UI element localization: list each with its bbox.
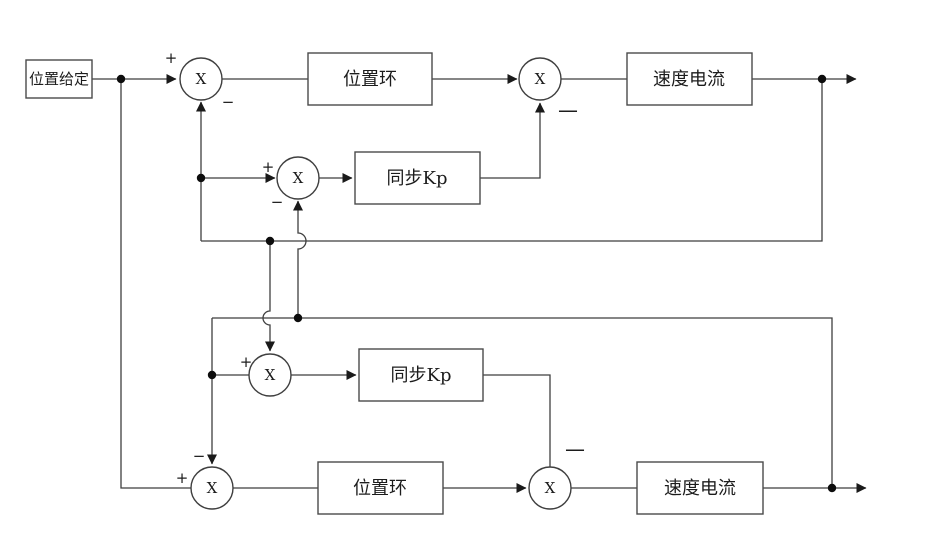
summing-junction-5 bbox=[190, 466, 234, 510]
block-speed-current-top-label: 速度电流 bbox=[653, 69, 725, 90]
summing-junction-4-symbol: X bbox=[265, 366, 276, 384]
j4-plus-sign: + bbox=[240, 353, 253, 371]
block-speed-current-bottom-label: 速度电流 bbox=[664, 478, 736, 499]
block-position-loop-bottom-label: 位置环 bbox=[353, 478, 407, 499]
block-sync-kp-top bbox=[354, 151, 481, 205]
summing-junction-1 bbox=[179, 57, 223, 101]
branch-dot-feedback-top-to-j4 bbox=[265, 236, 275, 246]
wire-topfeedback-down-to-j4 bbox=[262, 241, 275, 352]
j6-minus-sign: — bbox=[565, 437, 585, 461]
j1-minus-sign: − bbox=[222, 93, 235, 111]
block-position-loop-top-label: 位置环 bbox=[343, 69, 397, 90]
branch-dot-feedback-bottom-to-j4 bbox=[207, 370, 217, 380]
j5-plus-sign: + bbox=[176, 469, 189, 487]
summing-junction-5-symbol: X bbox=[207, 479, 218, 497]
branch-dot-feedback-top-to-j3 bbox=[196, 173, 206, 183]
block-position-setpoint bbox=[25, 59, 93, 99]
block-position-loop-top bbox=[307, 52, 433, 106]
j2-minus-sign: — bbox=[558, 98, 578, 122]
branch-dot-output-top bbox=[817, 74, 827, 84]
block-speed-current-bottom bbox=[636, 461, 764, 515]
branch-dot-output-bottom bbox=[827, 483, 837, 493]
j1-plus-sign: + bbox=[165, 49, 178, 67]
wire-setpoint-branch-to-j5 bbox=[120, 79, 191, 489]
summing-junction-6-symbol: X bbox=[545, 479, 556, 497]
summing-junction-3-symbol: X bbox=[293, 169, 304, 187]
block-sync-kp-bottom-label: 同步Kp bbox=[391, 365, 452, 386]
block-speed-current-top bbox=[626, 52, 753, 106]
summing-junction-6 bbox=[528, 466, 572, 510]
wire-feedback-top-line bbox=[201, 79, 823, 242]
summing-junction-3 bbox=[276, 156, 320, 200]
block-sync-kp-bottom bbox=[358, 348, 484, 402]
summing-junction-2-symbol: X bbox=[535, 70, 546, 88]
wire-sync-kp-top-to-j2-minus bbox=[480, 102, 545, 179]
branch-dot-setpoint bbox=[116, 74, 126, 84]
block-sync-kp-top-label: 同步Kp bbox=[387, 168, 448, 189]
branch-dot-feedback-bottom-to-j3 bbox=[293, 313, 303, 323]
wire-bottomfeedback-up-to-j3-minus bbox=[293, 200, 307, 318]
summing-junction-2 bbox=[518, 57, 562, 101]
summing-junction-1-symbol: X bbox=[196, 70, 207, 88]
j3-plus-sign: + bbox=[262, 158, 275, 176]
wire-sync-kp-bottom-to-j6-minus bbox=[483, 374, 551, 467]
j3-minus-sign: − bbox=[271, 193, 284, 211]
summing-junction-4 bbox=[248, 353, 292, 397]
wire-feedback-bottom-line bbox=[212, 317, 833, 488]
block-position-loop-bottom bbox=[317, 461, 444, 515]
block-position-setpoint-label: 位置给定 bbox=[29, 70, 89, 88]
j5-minus-sign: − bbox=[193, 447, 206, 465]
